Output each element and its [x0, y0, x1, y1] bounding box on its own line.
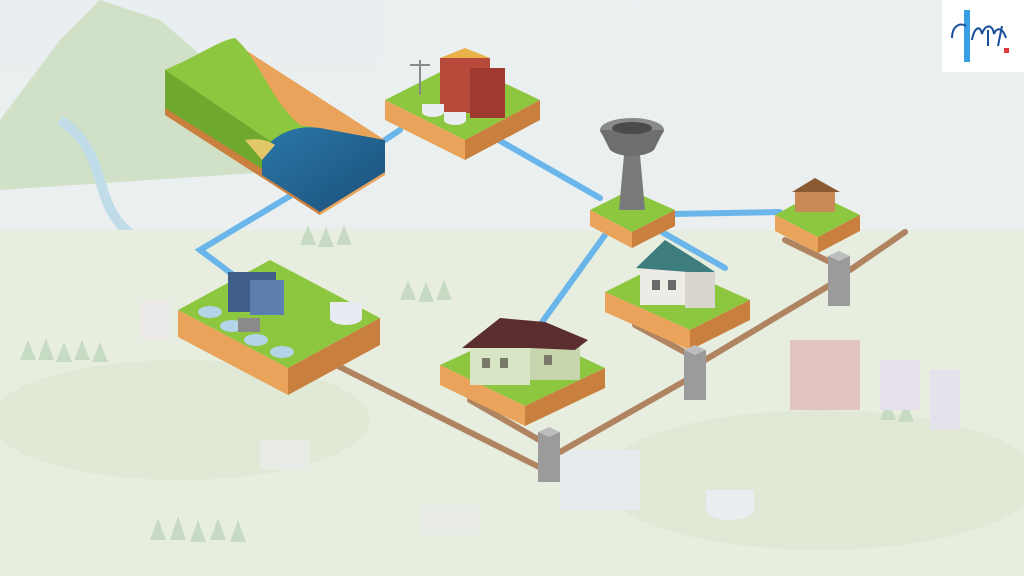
pipe-plant-to-tower	[492, 135, 603, 201]
pipe-source-to-treatment	[194, 187, 303, 283]
pipe-tower-to-house	[652, 225, 728, 271]
cnfpt-logo	[942, 0, 1024, 72]
pipe-source-to-plant	[382, 127, 403, 143]
sewer-manhole-to-manhole	[557, 375, 693, 455]
water-pipes	[194, 127, 783, 328]
sewer-small-house	[782, 237, 833, 265]
wastewater-plant-icon	[178, 260, 380, 395]
pipe-tower-to-big-house	[537, 232, 608, 328]
house-icon	[605, 240, 750, 350]
manhole-icon	[538, 256, 850, 482]
manhole-3	[828, 256, 850, 306]
treatment-plant-icon	[385, 48, 540, 160]
background-buildings	[140, 300, 960, 535]
tree-cluster	[20, 225, 914, 542]
sewer-big-house	[467, 397, 551, 448]
cnfpt-logo-mark	[951, 10, 1009, 62]
manhole-2	[684, 350, 706, 400]
manhole-tops	[538, 251, 850, 437]
sewer-pipes	[327, 229, 908, 473]
water-tower-icon	[590, 118, 675, 248]
sewer-house	[632, 322, 693, 358]
sewer-wastewater-to-manhole	[327, 359, 548, 473]
small-house-icon	[775, 178, 860, 253]
sewer-manhole-to-small-house	[847, 229, 908, 273]
pipe-tower-to-small-house	[669, 209, 783, 217]
big-house-icon	[440, 318, 605, 426]
source-river-icon	[165, 38, 385, 215]
sewer-manhole-to-manhole-2	[702, 282, 833, 363]
manhole-1	[538, 432, 560, 482]
